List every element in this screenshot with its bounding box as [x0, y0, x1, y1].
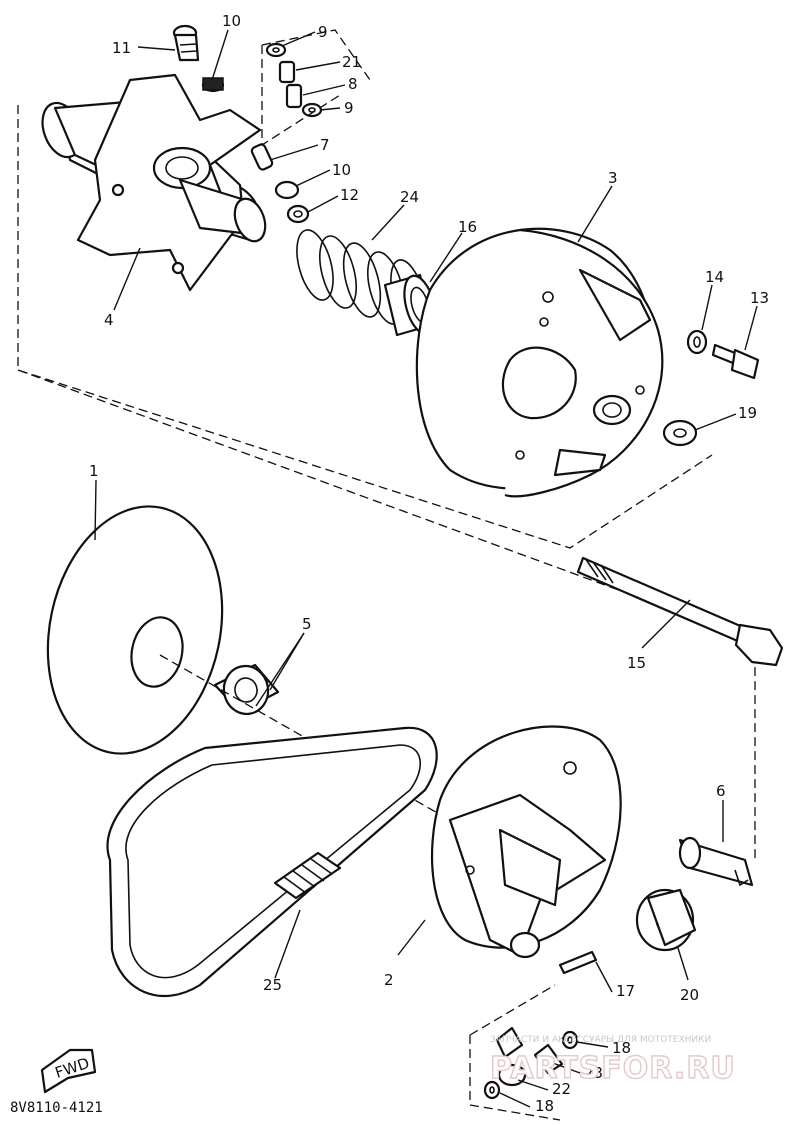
callout-20: 20	[680, 986, 699, 1004]
callout-14: 14	[705, 268, 724, 286]
part-12-bushing	[286, 204, 310, 224]
callout-4: 4	[104, 311, 114, 329]
part-8-roller	[285, 83, 303, 109]
callout-6: 6	[716, 782, 726, 800]
callout-19: 19	[738, 404, 757, 422]
watermark-tagline: ЗАПЧАСТИ И АКСЕССУАРЫ ДЛЯ МОТОТЕХНИКИ	[490, 1035, 711, 1045]
callout-25: 25	[263, 976, 282, 994]
callout-9-lower: 9	[344, 99, 354, 117]
part-18-washer-lower	[483, 1080, 501, 1100]
callout-2: 2	[384, 971, 394, 989]
part-9-washer-top	[265, 42, 287, 58]
part-15-long-bolt	[576, 556, 784, 667]
callout-9-upper: 9	[318, 23, 328, 41]
callout-labels: 11 10 9 21 8 9 7 10 12 24 16 3 14 13 19 …	[89, 12, 769, 1115]
part-5-bushing	[213, 663, 280, 716]
part-25-drive-belt	[106, 726, 438, 998]
leader-lines	[94, 29, 758, 1108]
callout-23: 23	[584, 1064, 603, 1082]
part-11-bolt	[172, 24, 200, 62]
part-7-pin	[250, 143, 274, 171]
callout-18-upper: 18	[612, 1039, 631, 1057]
callout-11: 11	[112, 39, 131, 57]
part-10-cap-upper	[201, 77, 225, 93]
part-18-washer-upper	[561, 1030, 579, 1050]
callout-8: 8	[348, 75, 358, 93]
part-17-pin	[558, 950, 598, 975]
watermark-logo: ЗАПЧАСТИ И АКСЕССУАРЫ ДЛЯ МОТОТЕХНИКИ PA…	[489, 1035, 736, 1087]
callout-3: 3	[608, 169, 618, 187]
diagram-code: 8V8110-4121	[10, 1100, 103, 1116]
part-1-sheave-disc	[46, 505, 224, 755]
callout-15: 15	[627, 654, 646, 672]
part-4-spider-shaft	[41, 73, 267, 292]
part-21-pin	[278, 60, 296, 84]
part-20-bushing	[635, 888, 697, 952]
watermark-brand: PARTSFOR.RU	[490, 1051, 736, 1086]
callout-10-lower: 10	[332, 161, 351, 179]
callout-10-upper: 10	[222, 12, 241, 30]
callout-13: 13	[750, 289, 769, 307]
part-6-sleeve	[678, 836, 754, 887]
fwd-arrow-icon: FWD	[40, 1048, 97, 1094]
callout-24: 24	[400, 188, 419, 206]
callout-16: 16	[458, 218, 477, 236]
part-10-cap-lower	[274, 180, 300, 200]
callout-1: 1	[89, 462, 99, 480]
callout-7: 7	[320, 136, 330, 154]
part-19-washer	[662, 419, 698, 447]
part-22-collar	[495, 1026, 524, 1059]
callout-17: 17	[616, 982, 635, 1000]
callout-12: 12	[340, 186, 359, 204]
callout-21: 21	[342, 53, 361, 71]
lower-hardware-bracket	[469, 984, 561, 1121]
callout-18-lower: 18	[535, 1097, 554, 1115]
part-9-washer-bottom	[301, 102, 323, 118]
part-13-bolt	[711, 343, 760, 380]
part-2-secondary-sheave	[431, 725, 622, 959]
callout-22: 22	[552, 1080, 571, 1098]
part-14-washer	[686, 329, 708, 355]
part-3-cover	[415, 227, 664, 498]
callout-5: 5	[302, 615, 312, 633]
